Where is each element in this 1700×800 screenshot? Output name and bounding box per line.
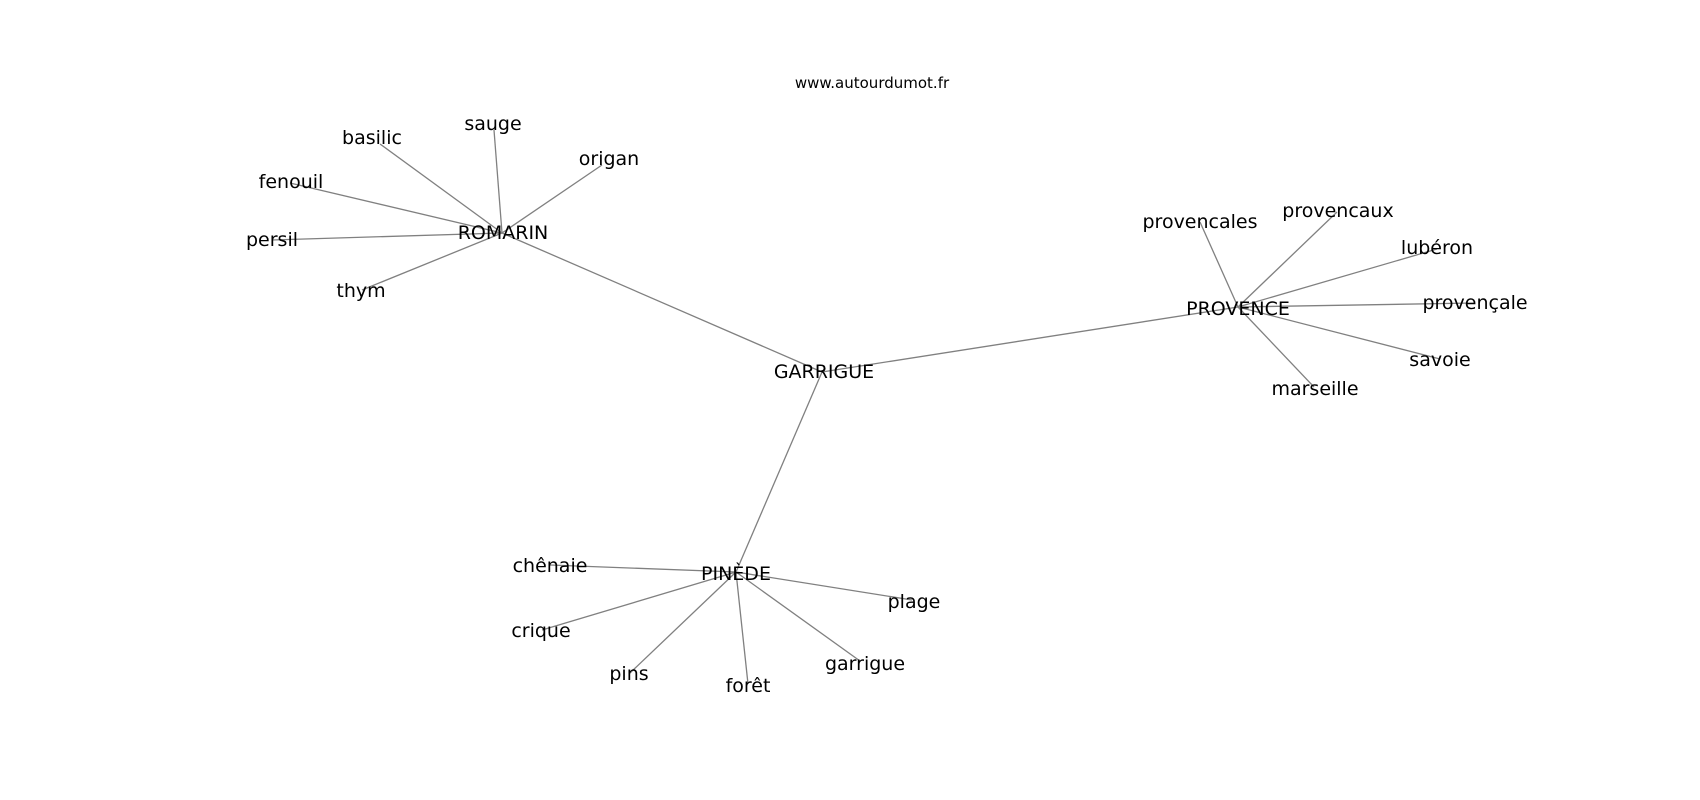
edge-romarin-basilic	[379, 143, 503, 234]
edge-pinede-pins	[629, 571, 737, 674]
leaf-node-marseille: marseille	[1271, 378, 1358, 400]
edges	[271, 129, 1475, 685]
edge-provence-provencales	[1199, 221, 1239, 308]
edge-romarin-sauge	[493, 129, 503, 234]
edge-romarin-thym	[361, 232, 503, 291]
leaf-node-chenaie: chênaie	[513, 555, 588, 577]
leaf-node-thym: thym	[336, 280, 385, 302]
leaf-node-provencale: provençale	[1422, 292, 1527, 314]
edge-pinede-chenaie	[549, 564, 737, 573]
leaf-node-provencaux: provencaux	[1282, 200, 1393, 222]
edge-romarin-fenouil	[289, 182, 503, 234]
edge-romarin-persil	[271, 232, 503, 241]
edge-pinede-foret	[735, 571, 749, 685]
leaf-node-plage: plage	[888, 591, 941, 613]
edge-center-romarin	[501, 232, 823, 373]
edge-romarin-origan	[501, 164, 603, 234]
edge-center-pinede	[735, 371, 823, 573]
edge-provence-savoie	[1237, 306, 1441, 360]
leaf-node-provencales: provencales	[1142, 211, 1257, 233]
leaf-node-basilic: basilic	[342, 127, 402, 149]
edge-pinede-crique	[541, 571, 737, 631]
edge-provence-provencaux	[1237, 211, 1338, 308]
leaf-node-savoie: savoie	[1409, 349, 1470, 371]
edge-center-provence	[821, 306, 1239, 373]
leaf-node-origan: origan	[579, 148, 639, 170]
leaf-node-luberon: lubéron	[1401, 237, 1473, 259]
leaf-node-crique: crique	[511, 620, 570, 642]
hub-node-pinede: PINÈDE	[701, 562, 771, 585]
leaf-node-fenouil: fenouil	[259, 171, 324, 193]
edge-provence-marseille	[1237, 306, 1315, 388]
leaf-node-sauge: sauge	[464, 113, 521, 135]
center-node-garrigue: GARRIGUE	[774, 361, 874, 383]
labels: www.autourdumot.fr GARRIGUE ROMARIN basi…	[246, 74, 1528, 697]
edge-pinede-garrigue	[735, 571, 861, 662]
edge-provence-provencale	[1237, 302, 1475, 308]
leaf-node-pins: pins	[609, 663, 648, 685]
leaf-node-persil: persil	[246, 229, 298, 251]
hub-node-provence: PROVENCE	[1186, 298, 1290, 320]
edge-pinede-plage	[735, 571, 913, 601]
edge-provence-luberon	[1237, 248, 1438, 308]
leaf-node-garrigue: garrigue	[825, 653, 905, 675]
source-label: www.autourdumot.fr	[795, 74, 950, 92]
hub-node-romarin: ROMARIN	[458, 222, 549, 244]
leaf-node-foret: forêt	[726, 675, 771, 697]
